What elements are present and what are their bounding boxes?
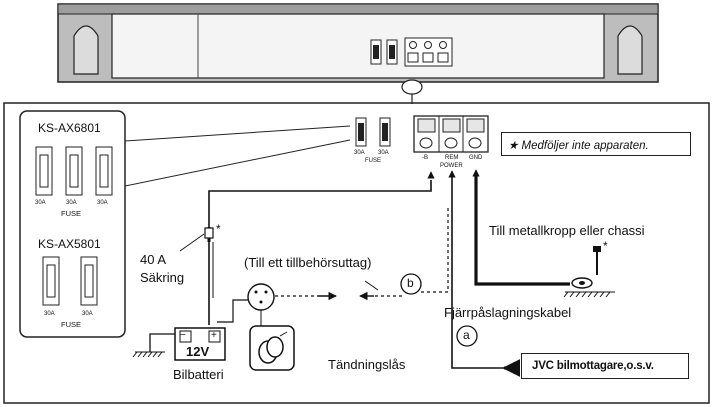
jvc-receiver-label: JVC bilmottagare,o.s.v. (532, 360, 654, 372)
terminal-label-gnd: GND (469, 155, 483, 161)
battery-minus: − (180, 330, 186, 341)
fuse-detail-rating-2: 30A (378, 150, 389, 156)
ground-symbol-battery (132, 351, 165, 358)
marker-b: b (407, 276, 414, 290)
terminal-label-rem: REM (445, 155, 459, 161)
detail-frame (3, 102, 710, 404)
fuse-detail-label: FUSE (365, 158, 382, 164)
car-battery (174, 327, 226, 361)
battery-voltage: 12V (186, 344, 210, 359)
terminal-label-b: -B (422, 155, 428, 161)
star-mark-fuse: * (216, 222, 221, 236)
amplifier-unit (57, 3, 659, 104)
ignition-switch (247, 283, 295, 371)
jvc-receiver-box: JVC bilmottagare,o.s.v. (521, 353, 689, 379)
star-mark-screw: * (603, 239, 608, 253)
model1-fuse1-rating: 30A (35, 200, 46, 206)
remote-cable-label: Fjärrpåslagningskabel (444, 305, 572, 320)
model-fuse-box (19, 110, 351, 338)
model1-fuse2-rating: 30A (66, 200, 77, 206)
battery-plus: + (211, 330, 217, 341)
power-terminal-block (413, 115, 489, 153)
fuse-amp-label: 40 A (140, 252, 167, 267)
model2-fuse1-rating: 30A (44, 311, 55, 317)
ring-terminal (571, 246, 601, 289)
model1-fuses (35, 146, 113, 196)
marker-a: a (463, 328, 470, 342)
model2-fuses (42, 256, 98, 306)
power-label: POWER (440, 163, 463, 169)
marker-b-circle (400, 273, 422, 295)
note-text: ★ Medföljer inte apparaten. (508, 140, 649, 152)
marker-a-circle (456, 325, 478, 347)
battery-label: Bilbatteri (173, 367, 224, 382)
ignition-label: Tändningslås (328, 357, 406, 372)
model2-fuse2-rating: 30A (82, 311, 93, 317)
accessory-label: (Till ett tillbehörsuttag) (244, 255, 372, 270)
model1-fuse-label: FUSE (61, 209, 82, 218)
model2-name: KS-AX5801 (38, 237, 101, 251)
fuse-detail (355, 117, 391, 147)
note-box: ★ Medföljer inte apparaten. (501, 132, 691, 156)
ground-target-label: Till metallkropp eller chassi (489, 223, 645, 238)
ground-symbol-chassis (563, 291, 615, 298)
model1-name: KS-AX6801 (38, 121, 101, 135)
fuse-name-label: Säkring (140, 270, 185, 285)
fuse-detail-rating-1: 30A (354, 150, 365, 156)
model2-fuse-label: FUSE (61, 320, 82, 329)
wires (149, 169, 570, 377)
model1-fuse3-rating: 30A (97, 200, 108, 206)
